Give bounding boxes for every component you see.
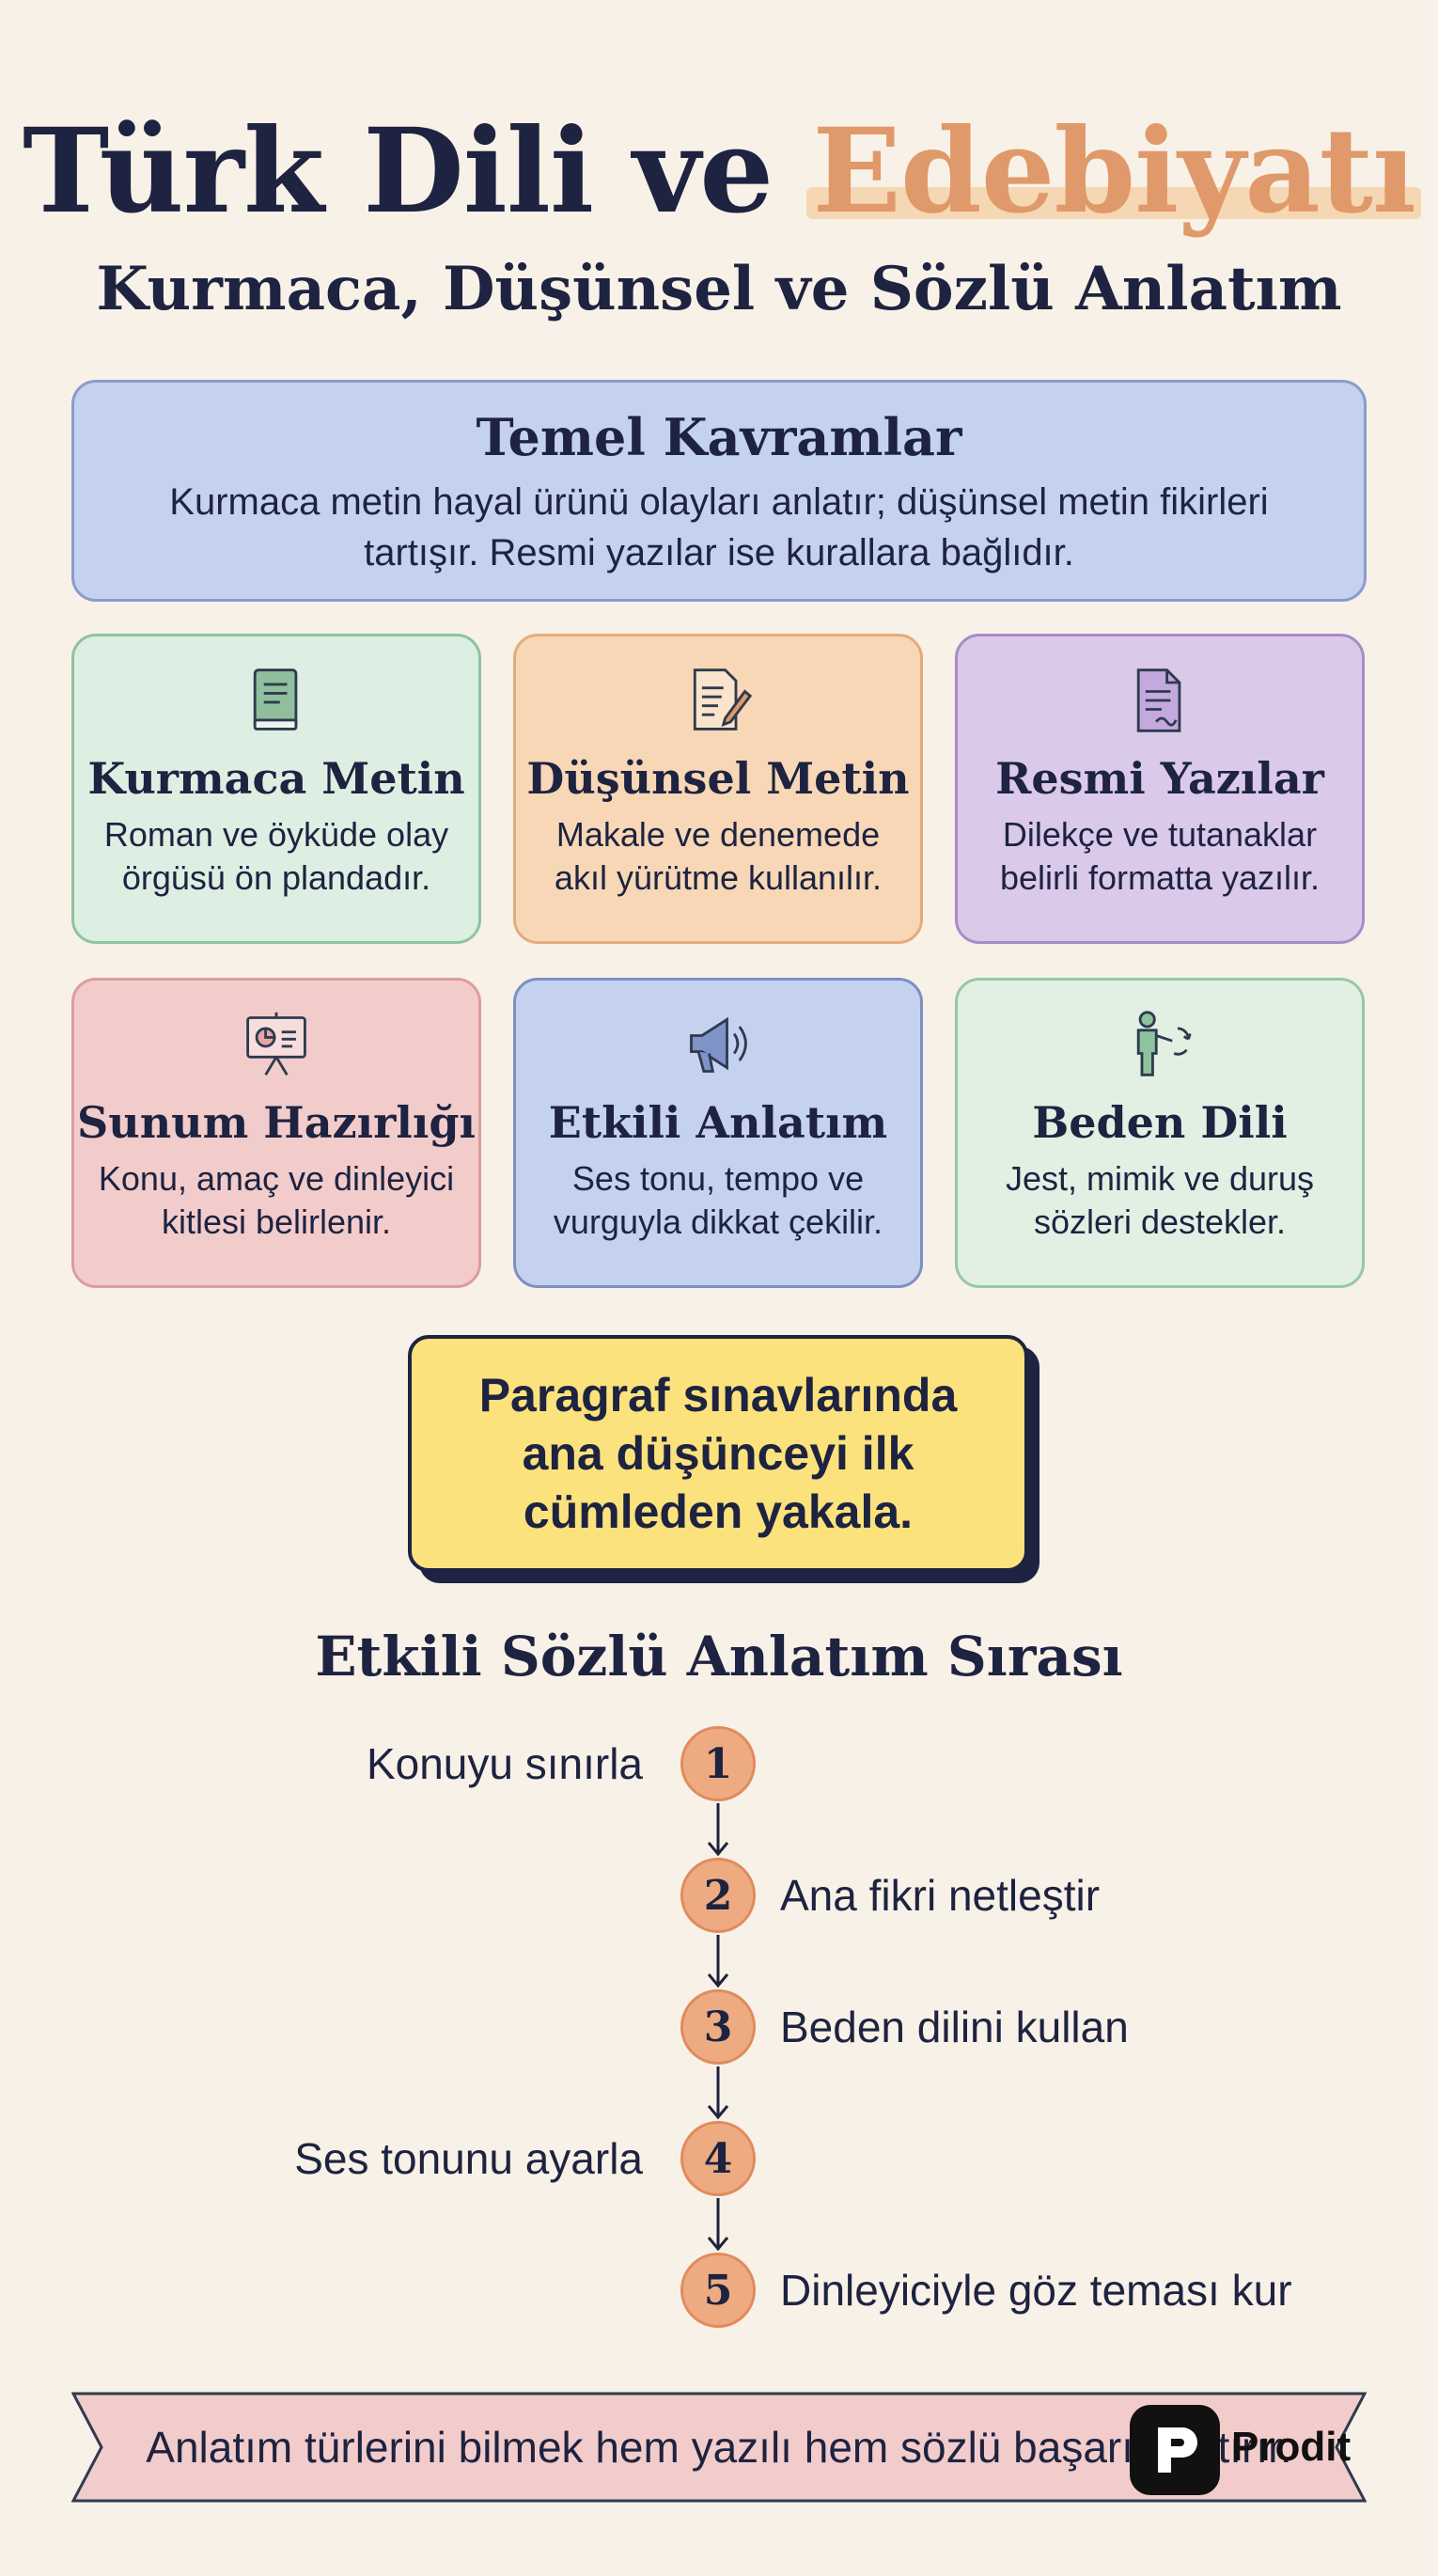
down-arrow-icon bbox=[707, 2066, 729, 2120]
step-number: 2 bbox=[680, 1858, 756, 1933]
down-arrow-icon bbox=[707, 2198, 729, 2252]
footer-banner bbox=[71, 2392, 1367, 2503]
step-number: 3 bbox=[680, 1989, 756, 2065]
card-text: Ses tonu, tempo ve vurguyla dikkat çekil… bbox=[553, 1159, 883, 1241]
card-title: Düşünsel Metin bbox=[526, 753, 910, 804]
card-dusunsel-metin: Düşünsel Metin Makale ve denemede akıl y… bbox=[513, 634, 923, 944]
card-title: Kurmaca Metin bbox=[87, 753, 465, 804]
card-beden-dili: Beden Dili Jest, mimik ve duruş sözleri … bbox=[955, 978, 1365, 1288]
tip-line: ana düşünceyi ilk bbox=[522, 1427, 914, 1480]
steps-title: Etkili Sözlü Anlatım Sırası bbox=[315, 1625, 1123, 1689]
down-arrow-icon bbox=[707, 1935, 729, 1988]
tip-box: Paragraf sınavlarında ana düşünceyi ilk … bbox=[408, 1335, 1028, 1572]
card-etkili-anlatim: Etkili Anlatım Ses tonu, tempo ve vurguy… bbox=[513, 978, 923, 1288]
step-number: 5 bbox=[680, 2253, 756, 2328]
card-title: Etkili Anlatım bbox=[548, 1097, 888, 1148]
card-text: Konu, amaç ve dinleyici kitlesi belirlen… bbox=[98, 1159, 455, 1241]
card-title: Sunum Hazırlığı bbox=[77, 1097, 476, 1148]
card-sunum-hazirligi: Sunum Hazırlığı Konu, amaç ve dinleyici … bbox=[71, 978, 481, 1288]
intro-card: Temel Kavramlar Kurmaca metin hayal ürün… bbox=[71, 380, 1367, 602]
page-title: Türk Dili ve Edebiyatı bbox=[0, 102, 1438, 243]
step-label: Beden dilini kullan bbox=[780, 2003, 1129, 2051]
step-number: 1 bbox=[680, 1726, 756, 1801]
megaphone-icon bbox=[690, 1016, 747, 1073]
logo-text: Prodit bbox=[1231, 2424, 1352, 2470]
title-main: Türk Dili ve bbox=[22, 103, 774, 240]
step-label: Ana fikri netleştir bbox=[780, 1871, 1101, 1920]
down-arrow-icon bbox=[707, 1803, 729, 1857]
tip-line: cümleden yakala. bbox=[523, 1485, 914, 1538]
card-kurmaca-metin: Kurmaca Metin Roman ve öyküde olay örgüs… bbox=[71, 634, 481, 944]
page-subtitle: Kurmaca, Düşünsel ve Sözlü Anlatım bbox=[96, 254, 1342, 324]
card-text: Roman ve öyküde olay örgüsü ön plandadır… bbox=[103, 815, 449, 897]
intro-title: Temel Kavramlar bbox=[476, 407, 962, 467]
official-document-icon bbox=[1136, 668, 1181, 732]
intro-text: Kurmaca metin hayal ürünü olayları anlat… bbox=[169, 481, 1269, 573]
step-label: Dinleyiciyle göz teması kur bbox=[780, 2266, 1292, 2315]
title-accent: Edebiyatı bbox=[812, 103, 1416, 240]
step-label: Ses tonunu ayarla bbox=[294, 2134, 643, 2183]
footer-banner-text: Anlatım türlerini bilmek hem yazılı hem … bbox=[146, 2423, 1292, 2472]
book-icon bbox=[253, 668, 298, 730]
logo-mark-icon bbox=[1158, 2427, 1197, 2473]
document-pen-icon bbox=[693, 668, 753, 730]
gesturing-person-icon bbox=[1136, 1011, 1192, 1076]
card-title: Beden Dili bbox=[1032, 1097, 1288, 1148]
card-text: Dilekçe ve tutanaklar belirli formatta y… bbox=[999, 815, 1321, 897]
logo-icon bbox=[1130, 2405, 1220, 2495]
card-text: Jest, mimik ve duruş sözleri destekler. bbox=[1005, 1159, 1315, 1241]
card-resmi-yazilar: Resmi Yazılar Dilekçe ve tutanaklar beli… bbox=[955, 634, 1365, 944]
tip-line: Paragraf sınavlarında bbox=[478, 1369, 958, 1422]
card-text: Makale ve denemede akıl yürütme kullanıl… bbox=[554, 815, 883, 897]
presentation-board-icon bbox=[246, 1012, 306, 1076]
step-number: 4 bbox=[680, 2121, 756, 2196]
step-label: Konuyu sınırla bbox=[366, 1739, 643, 1788]
card-title: Resmi Yazılar bbox=[995, 753, 1324, 804]
